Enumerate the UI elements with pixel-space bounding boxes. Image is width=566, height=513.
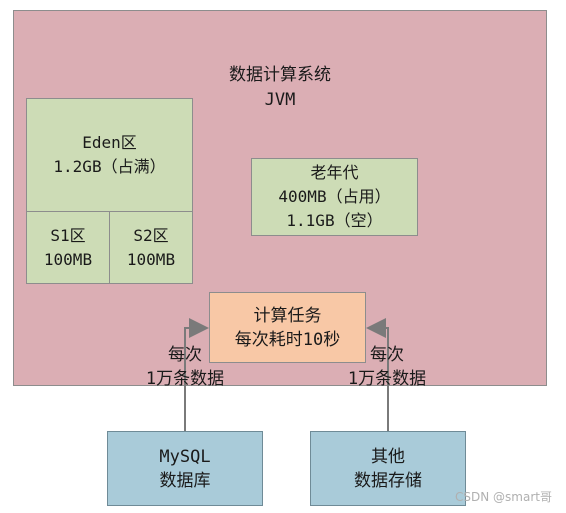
s1-label: S1区 [50,225,86,245]
mysql-sublabel: 数据库 [159,470,211,491]
eden-label: Eden区 [82,133,137,152]
mysql-edge-line2: 1万条数据 [145,369,225,389]
other-to-task-arrow [366,318,389,431]
mysql-label: MySQL [159,446,211,467]
eden-size: 1.2GB（占满） [53,157,166,176]
system-title-line1: 数据计算系统 [229,65,331,85]
mysql-database-box: MySQL 数据库 [107,431,263,506]
system-title: 数据计算系统 JVM [14,63,546,113]
mysql-to-task-arrow [184,318,209,431]
s1-size: 100MB [43,249,93,269]
csdn-watermark: CSDN @smart哥 [455,490,552,504]
mysql-edge-label: 每次 1万条数据 [140,343,230,391]
survivor-s1-box: S1区 100MB [26,211,110,284]
task-label: 计算任务 [253,305,322,326]
mysql-edge-line1: 每次 [168,345,202,365]
old-gen-label: 老年代 [310,163,359,182]
old-gen-used: 400MB（占用） [278,187,391,206]
other-edge-line2: 1万条数据 [347,369,427,389]
other-storage-sublabel: 数据存储 [354,470,422,491]
old-gen-free: 1.1GB（空） [286,211,383,230]
task-duration: 每次耗时10秒 [234,329,341,350]
survivor-s2-box: S2区 100MB [109,211,193,284]
old-generation-box: 老年代 400MB（占用） 1.1GB（空） [251,158,418,236]
system-title-line2: JVM [264,90,296,110]
eden-space-box: Eden区 1.2GB（占满） [26,98,193,212]
other-edge-label: 每次 1万条数据 [342,343,432,391]
other-edge-line1: 每次 [370,345,404,365]
s2-label: S2区 [133,225,169,245]
s2-size: 100MB [126,249,176,269]
other-storage-label: 其他 [371,446,405,467]
compute-task-box: 计算任务 每次耗时10秒 [209,292,366,363]
other-storage-box: 其他 数据存储 [310,431,466,506]
